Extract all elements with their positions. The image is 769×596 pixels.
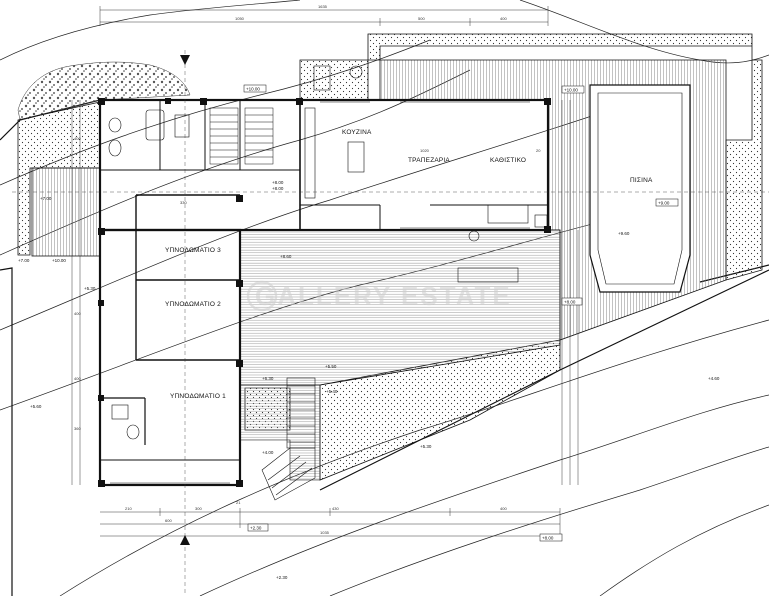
bathroom-fixtures [108,65,363,440]
dim-left-d: 360 [74,426,81,431]
level-bottom-center: +2.30 [250,526,262,531]
level-bottom: +2.30 [276,575,288,580]
staircase [209,107,274,165]
room-label-bedroom1: ΥΠΝΟΔΩΜΑΤΙΟ 1 [170,393,226,400]
dim-dining-w: 1020 [420,148,430,153]
level-pool-edge: +9.00 [658,201,670,206]
level-south-entry: +4.00 [262,450,274,455]
level-landing2: +5.40 [326,389,338,394]
level-west: +5.30 [84,286,96,291]
dim-top-c: 400 [500,16,507,21]
level-roof-left: +10.00 [246,87,260,92]
dim-top-total: 1635 [318,4,328,9]
level-landing: +6.30 [262,376,274,381]
house-walls [98,98,550,487]
dim-kitchen-h: 20 [536,148,541,153]
swimming-pool [589,84,691,293]
level-stair: +5.50 [325,364,337,369]
level-roof-right: +10.00 [564,88,578,93]
wall-piers [98,98,551,487]
dim-bottom-g: 21 [236,500,241,505]
kitchen-fixtures [304,107,548,283]
level-terrace-left2: +7.00 [18,258,30,263]
dim-left-b: 400 [74,311,81,316]
level-terrace-mid: +8.60 [280,254,292,259]
level-east-far: +4.60 [708,376,720,381]
level-southeast: +5.30 [420,444,432,449]
dimension-text: 1635 1050 500 400 210 300 430 400 600 10… [74,4,541,535]
dim-bottom-a: 210 [125,506,132,511]
openings [110,101,530,484]
room-label-living: ΚΑΘΙΣΤΙΚΟ [490,157,526,164]
dim-top-a: 1050 [235,16,245,21]
section-markers [180,55,190,545]
watermark: GALLERY ESTATE [255,281,512,311]
room-label-pool: ΠΙΣΙΝΑ [630,177,653,184]
dim-bottom-d: 400 [500,506,507,511]
room-label-dining: ΤΡΑΠΕΖΑΡΙΑ [408,157,450,164]
level-bottom-right: +8.00 [542,536,554,541]
lower-deck-2 [239,384,321,481]
watermark-logo [246,280,278,312]
room-label-bedroom2: ΥΠΝΟΔΩΜΑΤΙΟ 2 [165,301,221,308]
room-label-kitchen: ΚΟΥΖΙΝΑ [342,129,372,136]
dimension-lines [71,6,579,540]
axis-lines [12,50,769,596]
dim-bottom-e: 600 [165,518,172,523]
exterior-stair [261,377,316,501]
level-kitchen-a: +8.00 [272,180,284,185]
left-terrace [31,167,101,257]
level-east-edge: +8.00 [564,300,576,305]
level-kitchen-b: +8.00 [272,186,284,191]
dim-left-c: 400 [74,376,81,381]
level-terrace-left3: +10.00 [52,258,66,263]
level-pool-side: +9.60 [618,231,630,236]
level-terrace-left: +7.00 [40,196,52,201]
dim-left-a: 400 [74,136,81,141]
dim-bottom-b: 300 [195,506,202,511]
level-southwest: +5.60 [30,404,42,409]
dim-top-b: 500 [418,16,425,21]
dim-room-w: 330 [180,200,187,205]
room-label-bedroom3: ΥΠΝΟΔΩΜΑΤΙΟ 3 [165,247,221,254]
dim-bottom-f: 1035 [320,530,330,535]
dim-bottom-c: 430 [332,506,339,511]
vegetation-area [17,61,191,121]
level-markers: +10.00 +10.00 +7.00 +7.00 +10.00 +5.30 +… [18,84,720,580]
